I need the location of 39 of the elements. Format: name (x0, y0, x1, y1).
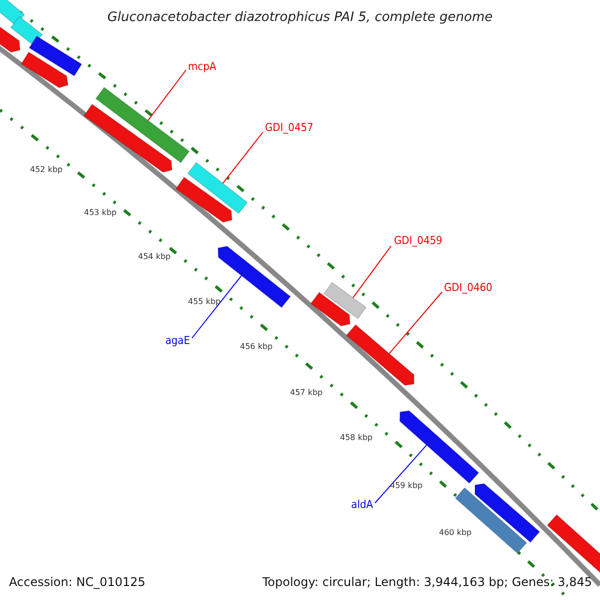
gene-feature (346, 324, 414, 386)
gene-bar (323, 282, 367, 320)
leader-line (374, 444, 428, 504)
tick-label: 456 kbp (240, 343, 273, 351)
tick-label: 454 kbp (138, 253, 171, 261)
gene-feature (0, 26, 21, 53)
gene-label: GDI_0459 (394, 235, 442, 246)
gene-label: GDI_0457 (265, 122, 314, 133)
leader-line (352, 246, 392, 298)
gene-bar (0, 0, 26, 26)
title: Gluconacetobacter diazotrophicus PAI 5, complete genome (107, 11, 493, 24)
gene-label: GDI_0460 (444, 282, 492, 293)
tick-label: 455 kbp (188, 298, 221, 306)
gene-bar (187, 162, 248, 214)
tick-label: 453 kbp (84, 209, 117, 217)
gene-bar (10, 16, 43, 46)
gene-feature (175, 176, 233, 223)
gene-label: aldA (351, 499, 373, 510)
leader-line (148, 70, 186, 121)
gene-feature (474, 483, 540, 543)
gene-feature (20, 51, 69, 88)
tick-label: 459 kbp (390, 482, 423, 490)
gene-feature (310, 292, 351, 327)
gene-label: mcpA (188, 61, 216, 72)
gene-bar (95, 86, 190, 164)
gene-bar (28, 35, 82, 77)
leader-line (192, 275, 242, 338)
gene-feature (83, 104, 173, 173)
leader-line (222, 132, 264, 184)
tick-label: 460 kbp (439, 529, 472, 537)
gene-label: agaE (165, 335, 190, 346)
tick-label: 457 kbp (290, 389, 323, 397)
leader-line (388, 292, 442, 354)
gene-feature (546, 514, 600, 574)
tick-label: 452 kbp (30, 166, 63, 174)
gene-bar (454, 487, 528, 554)
footer-text: Accession: NC_010125 (9, 576, 146, 588)
tick-label: 458 kbp (340, 434, 373, 442)
footer-text: Topology: circular; Length: 3,944,163 bp; Genes: 3,845 (262, 576, 592, 588)
